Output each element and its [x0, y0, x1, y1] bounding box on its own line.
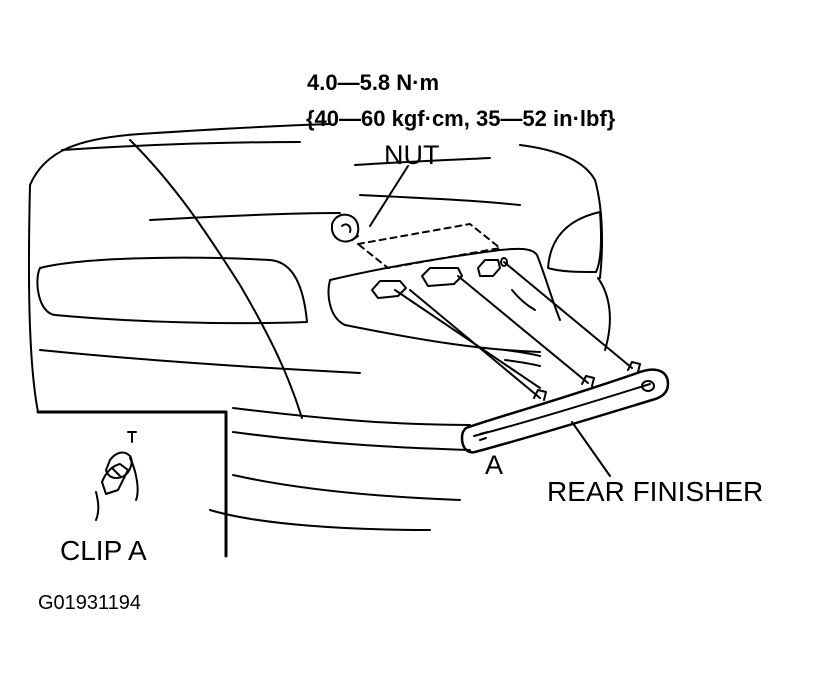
torque-spec-alternate: {40—60 kgf·cm, 35—52 in·lbf} — [306, 106, 616, 131]
trunk-clip-center — [422, 268, 462, 286]
part-a-label: A — [485, 450, 504, 480]
assembly-line-3 — [504, 262, 632, 368]
clip-a-detail — [96, 432, 138, 520]
assembly-line-4 — [395, 290, 540, 388]
car-body-outline — [29, 124, 610, 530]
trunk-clip-left — [372, 281, 406, 298]
nut-label: NUT — [384, 140, 440, 170]
stud-hole — [501, 258, 507, 266]
rear-finisher-leader-line — [572, 422, 610, 476]
nut-part — [332, 215, 358, 242]
figure-code: G01931194 — [38, 592, 142, 614]
right-tail-light — [548, 212, 601, 272]
assembly-line-2 — [458, 276, 588, 383]
rear-finisher-label: REAR FINISHER — [547, 476, 764, 507]
rear-finisher-part — [462, 362, 668, 452]
clip-a-label: CLIP A — [60, 535, 147, 566]
dashed-alignment-box — [358, 224, 500, 268]
left-tail-light — [37, 258, 307, 324]
trunk-clip-right — [478, 260, 500, 276]
clip-inset-frame — [38, 412, 226, 556]
trunk-lid — [329, 249, 560, 366]
torque-spec-metric: 4.0—5.8 N·m — [307, 70, 440, 95]
nut-leader-line — [370, 166, 408, 226]
